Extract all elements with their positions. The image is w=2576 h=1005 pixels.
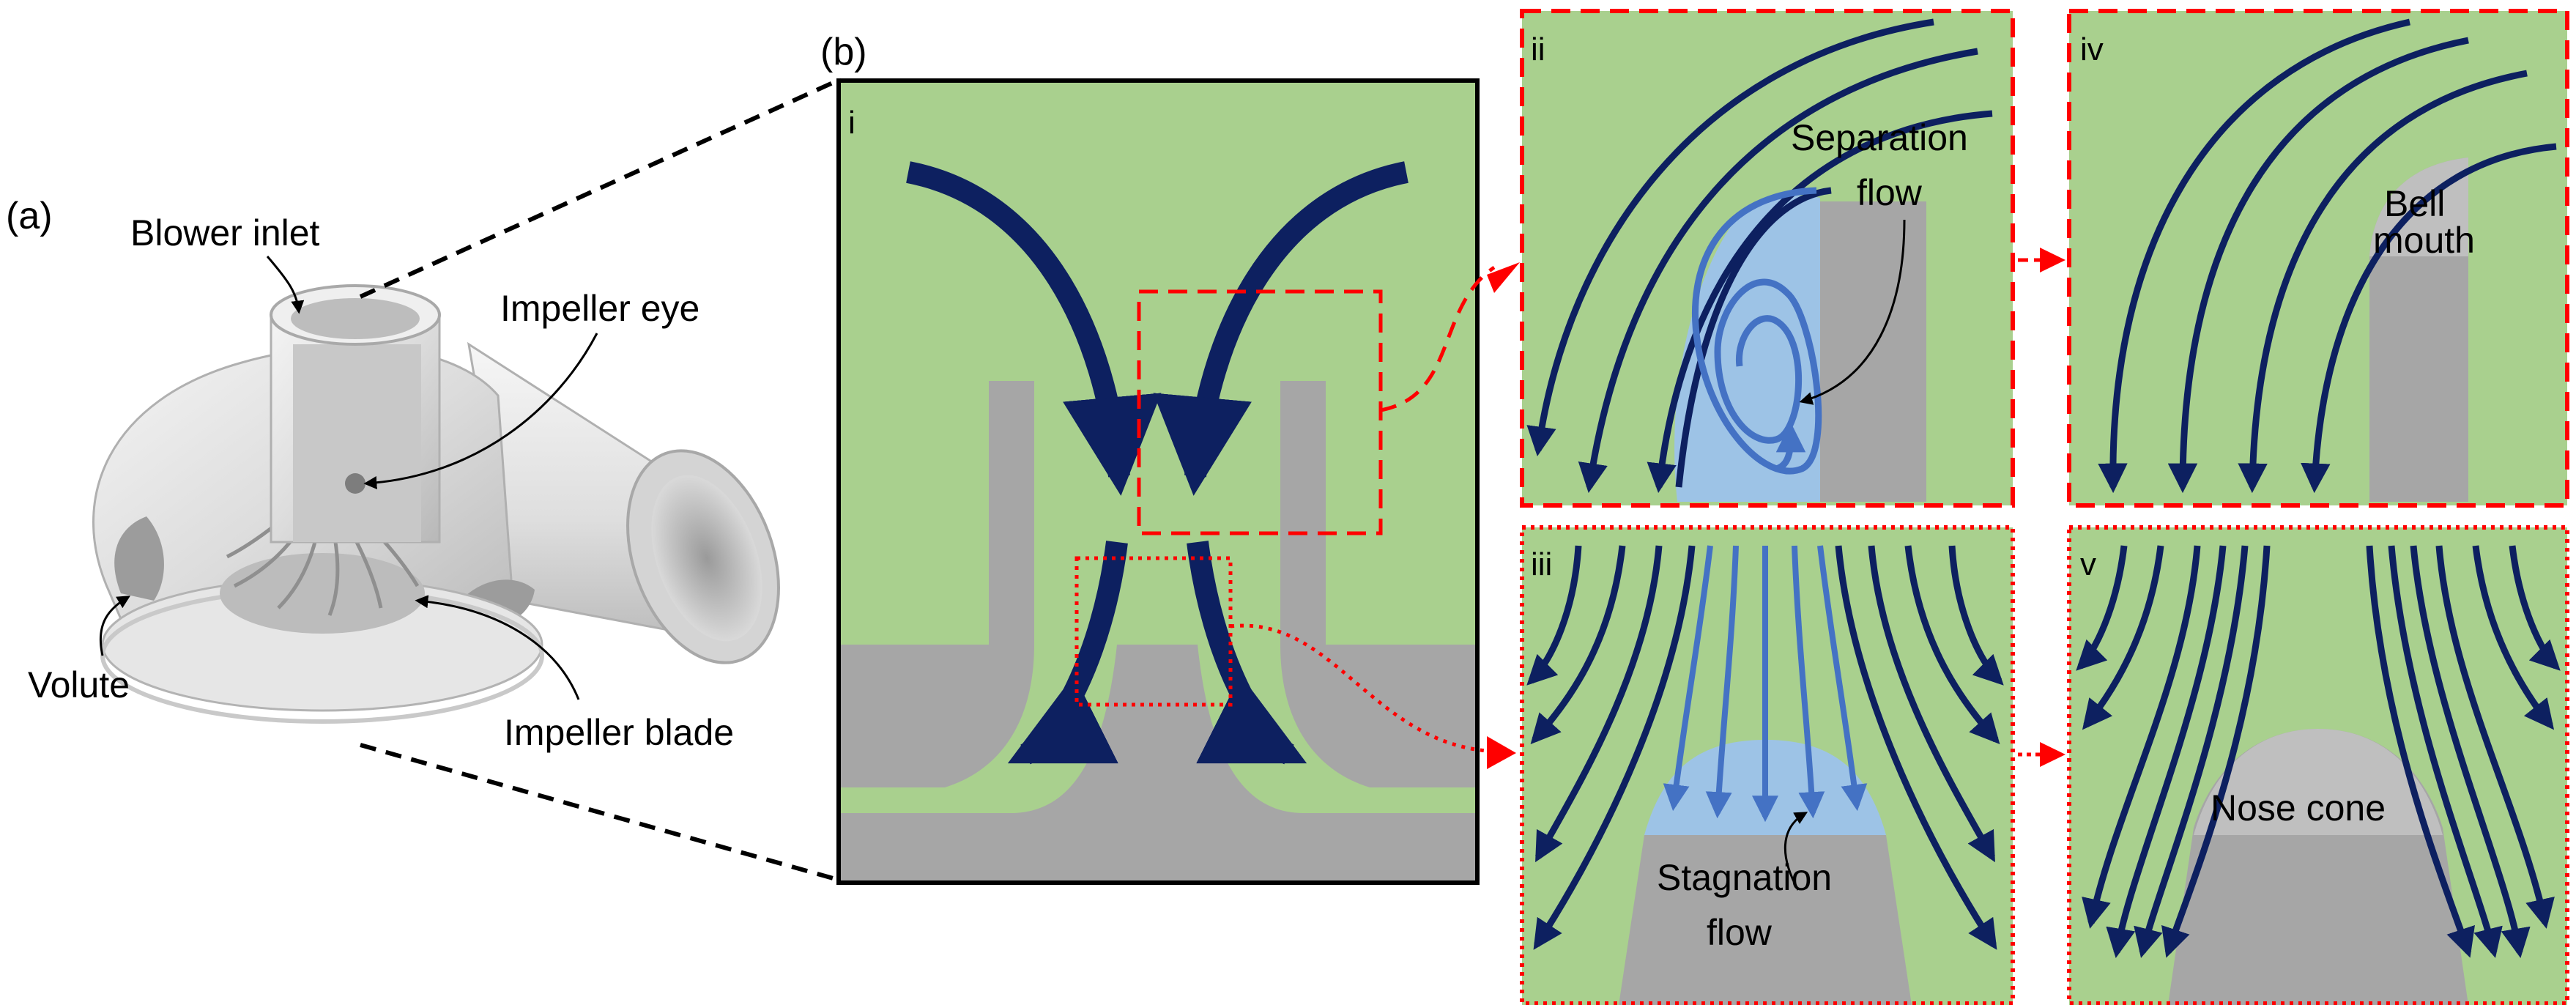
stagnation-leader [1783, 812, 1808, 891]
streamlines-ii [1526, 18, 1993, 494]
subpanel-i-solids [841, 381, 1476, 880]
outlet-pipe-bore [651, 475, 762, 642]
subpanel-iv-frame [2067, 9, 2569, 508]
connector-to-ii-head [1487, 262, 1520, 293]
streamlines-iii [1526, 545, 2004, 950]
streamlines-iv [2098, 18, 2557, 494]
subpanel-i: i [836, 78, 1480, 885]
separation-vortex [1692, 187, 1822, 475]
hub-iii [1619, 835, 1912, 1005]
subpanel-i-tag: i [848, 105, 855, 141]
separation-highlight-box [1137, 289, 1383, 535]
stagnation-label-line2: flow [1707, 912, 1773, 953]
arrow-iii-to-v-head [2040, 742, 2065, 767]
inflow-arrow-right [1153, 161, 1408, 496]
bell-mouth-label-line2: mouth [2373, 220, 2475, 261]
subpanel-v-frame [2067, 525, 2569, 1005]
inlet-duct-interior [293, 344, 421, 542]
inflow-arrow-left [906, 161, 1162, 496]
subpanel-i-frame [836, 78, 1480, 885]
arrow-ii-to-iv-head [2040, 248, 2065, 272]
separation-label-line2: flow [1857, 172, 1923, 213]
panel-a-tag: (a) [6, 195, 53, 237]
hub [841, 645, 1476, 880]
impeller-hub [220, 553, 425, 634]
impeller-eye-leader [363, 333, 598, 490]
inlet-opening [291, 298, 420, 339]
volute-leader [99, 596, 131, 656]
impeller-blade-label: Impeller blade [504, 712, 734, 753]
blower-inlet-label: Blower inlet [130, 212, 320, 253]
connector-to-iii [1230, 623, 1488, 753]
subpanel-iii-tag: iii [1531, 546, 1552, 582]
outflow-arrow-left [1007, 541, 1128, 765]
connector-to-iii-head [1487, 736, 1516, 769]
subpanel-ii-frame [1520, 9, 2015, 508]
bell-mouth-label-line1: Bell [2384, 183, 2445, 224]
impeller-eye-label: Impeller eye [500, 288, 699, 329]
nose-cone-shape [2194, 729, 2443, 835]
impeller-blade-leader [415, 595, 580, 700]
right-shroud [1280, 381, 1476, 787]
subpanel-ii: Separation flow ii [1520, 9, 2015, 508]
subpanel-iv-tag: iv [2080, 31, 2104, 67]
connector-to-ii [1380, 265, 1496, 412]
zoom-line-top [359, 77, 842, 299]
lip-wall-ii [1820, 201, 1926, 502]
subpanel-ii-tag: ii [1531, 31, 1545, 67]
stagnation-highlight-box [1074, 556, 1233, 707]
impeller-eye-point [345, 473, 365, 494]
subpanel-iv: Bell mouth iv [2067, 9, 2569, 508]
nose-cone-label: Nose cone [2211, 787, 2386, 828]
outflow-arrow-right [1187, 541, 1307, 765]
volute-cut-left [114, 516, 164, 601]
zoom-line-bottom [360, 743, 842, 883]
subpanel-iii: Stagnation flow iii [1520, 525, 2015, 1005]
subpanel-v: Nose cone v [2067, 525, 2569, 1005]
panel-a: (a) [6, 77, 842, 883]
left-shroud [841, 381, 1034, 787]
volute-label: Volute [28, 664, 130, 705]
stagnation-label-line1: Stagnation [1657, 857, 1832, 898]
streamlines-v [2076, 545, 2561, 958]
blower-inlet-leader [266, 256, 305, 314]
panel-b-tag: (b) [820, 31, 867, 73]
stagnation-streamlines [1663, 545, 1868, 823]
separation-leader [1799, 219, 1906, 405]
blower-illustration [92, 284, 780, 724]
subpanel-v-tag: v [2080, 546, 2096, 582]
separation-label-line1: Separation [1791, 117, 1968, 158]
